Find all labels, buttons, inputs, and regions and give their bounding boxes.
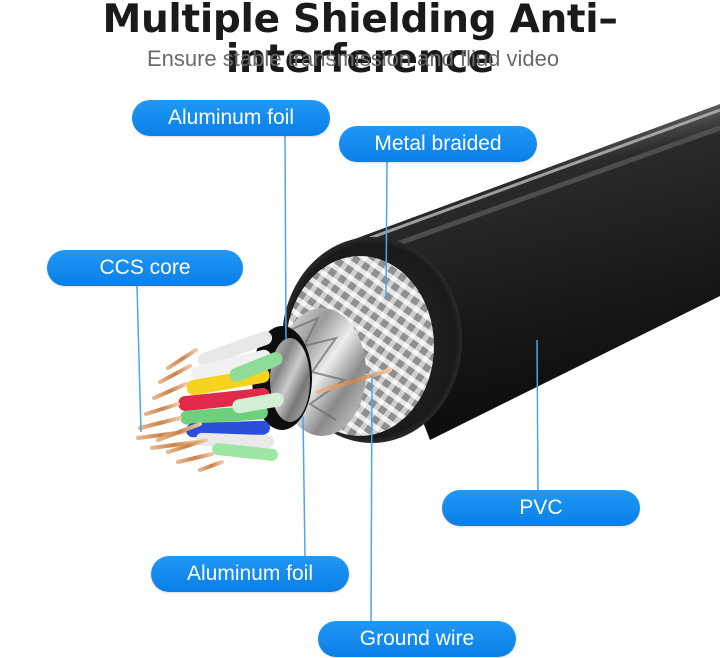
ground-wire (316, 368, 392, 394)
label-ground-wire: Ground wire (318, 621, 516, 657)
label-ccs-core: CCS core (47, 250, 243, 286)
label-aluminum-foil-bottom: Aluminum foil (151, 556, 349, 592)
inner-foil-sheen (270, 338, 310, 422)
page-subtitle: Ensure stable transmission and fliud vid… (146, 46, 560, 71)
jacket-highlight-2 (379, 125, 720, 253)
label-metal-braided: Metal braided (339, 126, 537, 162)
jacket-highlight (369, 108, 720, 240)
ccs-core-bundle (178, 331, 284, 461)
label-pvc: PVC (442, 490, 640, 526)
foil-crinkle (289, 316, 347, 421)
copper-conductors (136, 348, 224, 472)
leader-lines (136, 133, 539, 625)
page-title: Multiple Shielding Anti–interference (102, 0, 618, 82)
label-aluminum-foil-top: Aluminum foil (132, 100, 330, 136)
